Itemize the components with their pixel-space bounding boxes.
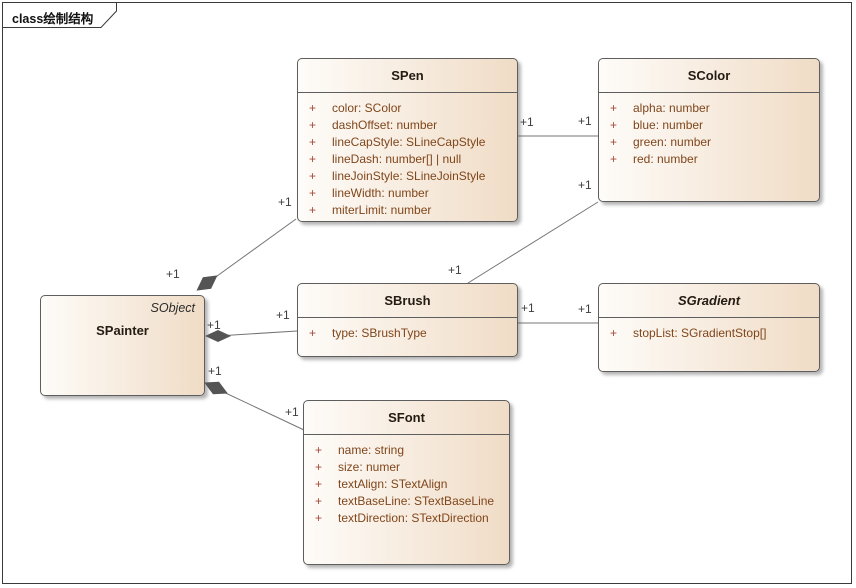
class-box-sbrush[interactable]: SBrush + type: SBrushType xyxy=(297,283,518,357)
multiplicity-label: +1 xyxy=(285,405,299,419)
class-corner-label: SObject xyxy=(150,301,195,315)
composition-diamond-sfont xyxy=(204,381,228,395)
class-box-sfont[interactable]: SFont + name: string + size: numer + textAl… xyxy=(303,400,510,565)
attribute-row: + color: SColor xyxy=(298,100,517,117)
attribute-row: + lineCapStyle: SLineCapStyle xyxy=(298,134,517,151)
visibility-marker: + xyxy=(610,326,618,340)
attribute-row: + name: string xyxy=(304,442,509,459)
attribute-text: size: numer xyxy=(338,460,401,474)
diagram-tab-shape xyxy=(2,2,117,28)
multiplicity-label: +1 xyxy=(276,308,290,322)
attribute-text: textDirection: STextDirection xyxy=(338,511,489,525)
class-box-scolor[interactable]: SColor + alpha: number + blue: number + gre… xyxy=(598,58,820,202)
multiplicity-label: +1 xyxy=(166,267,180,281)
visibility-marker: + xyxy=(610,152,618,166)
visibility-marker: + xyxy=(315,460,323,474)
attribute-row: + textAlign: STextAlign xyxy=(304,476,509,493)
visibility-marker: + xyxy=(315,494,323,508)
class-name: SFont xyxy=(304,401,509,435)
visibility-marker: + xyxy=(309,101,317,115)
attribute-text: type: SBrushType xyxy=(332,326,427,340)
attribute-text: name: string xyxy=(338,443,405,457)
attribute-list: + alpha: number + blue: number + green: num… xyxy=(599,93,819,168)
composition-line-spainter-sfont xyxy=(214,387,305,431)
visibility-marker: + xyxy=(610,135,618,149)
visibility-marker: + xyxy=(309,186,317,200)
attribute-text: miterLimit: number xyxy=(332,203,432,217)
class-name: SColor xyxy=(599,59,819,93)
attribute-row: + dashOffset: number xyxy=(298,117,517,134)
attribute-row: + textBaseLine: STextBaseLine xyxy=(304,493,509,510)
multiplicity-label: +1 xyxy=(578,178,592,192)
class-box-spainter[interactable]: SObject SPainter xyxy=(40,295,205,396)
multiplicity-label: +1 xyxy=(521,301,535,315)
attribute-row: + green: number xyxy=(599,134,819,151)
class-name: SPainter xyxy=(96,323,149,338)
attribute-row: + lineDash: number[] | null xyxy=(298,151,517,168)
visibility-marker: + xyxy=(315,477,323,491)
attribute-text: green: number xyxy=(633,135,712,149)
association-line-sbrush-scolor xyxy=(467,201,599,284)
attribute-text: lineCapStyle: SLineCapStyle xyxy=(332,135,486,149)
multiplicity-label: +1 xyxy=(278,195,292,209)
attribute-row: + size: numer xyxy=(304,459,509,476)
attribute-text: lineJoinStyle: SLineJoinStyle xyxy=(332,169,486,183)
attribute-list: + name: string + size: numer + textAlign: S… xyxy=(304,435,509,527)
diagram-title-tab: class绘制结构 xyxy=(2,2,122,29)
multiplicity-label: +1 xyxy=(578,114,592,128)
visibility-marker: + xyxy=(315,443,323,457)
visibility-marker: + xyxy=(309,326,317,340)
attribute-row: + miterLimit: number xyxy=(298,202,517,219)
multiplicity-label: +1 xyxy=(520,115,534,129)
attribute-row: + red: number xyxy=(599,151,819,168)
attribute-list: + type: SBrushType xyxy=(298,318,517,342)
attribute-row: + type: SBrushType xyxy=(298,325,517,342)
attribute-text: textBaseLine: STextBaseLine xyxy=(338,494,495,508)
attribute-row: + blue: number xyxy=(599,117,819,134)
attribute-list: + color: SColor + dashOffset: number + line… xyxy=(298,93,517,219)
visibility-marker: + xyxy=(315,511,323,525)
composition-line-spainter-spen xyxy=(205,218,297,285)
attribute-text: stopList: SGradientStop[] xyxy=(633,326,767,340)
class-box-spen[interactable]: SPen + color: SColor + dashOffset: number … xyxy=(297,58,518,222)
visibility-marker: + xyxy=(309,203,317,217)
visibility-marker: + xyxy=(610,118,618,132)
attribute-text: dashOffset: number xyxy=(332,118,438,132)
class-box-sgradient[interactable]: SGradient + stopList: SGradientStop[] xyxy=(598,283,820,372)
attribute-row: + stopList: SGradientStop[] xyxy=(599,325,819,342)
attribute-row: + lineJoinStyle: SLineJoinStyle xyxy=(298,168,517,185)
attribute-row: + alpha: number xyxy=(599,100,819,117)
class-name: SPen xyxy=(298,59,517,93)
attribute-row: + textDirection: STextDirection xyxy=(304,510,509,527)
visibility-marker: + xyxy=(309,118,317,132)
visibility-marker: + xyxy=(309,152,317,166)
attribute-text: lineDash: number[] | null xyxy=(332,152,462,166)
visibility-marker: + xyxy=(309,135,317,149)
multiplicity-label: +1 xyxy=(578,302,592,316)
attribute-text: red: number xyxy=(633,152,698,166)
visibility-marker: + xyxy=(309,169,317,183)
attribute-text: textAlign: STextAlign xyxy=(338,477,448,491)
attribute-list: + stopList: SGradientStop[] xyxy=(599,318,819,342)
class-name: SBrush xyxy=(298,284,517,318)
attribute-text: blue: number xyxy=(633,118,704,132)
multiplicity-label: +1 xyxy=(208,364,222,378)
attribute-text: lineWidth: number xyxy=(332,186,429,200)
multiplicity-label: +1 xyxy=(207,318,221,332)
class-name: SGradient xyxy=(599,284,819,318)
diagram-title: class绘制结构 xyxy=(12,12,94,26)
multiplicity-label: +1 xyxy=(448,263,462,277)
composition-diamond-spen xyxy=(196,275,218,291)
attribute-row: + lineWidth: number xyxy=(298,185,517,202)
composition-line-spainter-sbrush xyxy=(216,330,298,337)
attribute-text: color: SColor xyxy=(332,101,402,115)
attribute-text: alpha: number xyxy=(633,101,710,115)
visibility-marker: + xyxy=(610,101,618,115)
composition-diamond-sbrush xyxy=(205,330,231,342)
